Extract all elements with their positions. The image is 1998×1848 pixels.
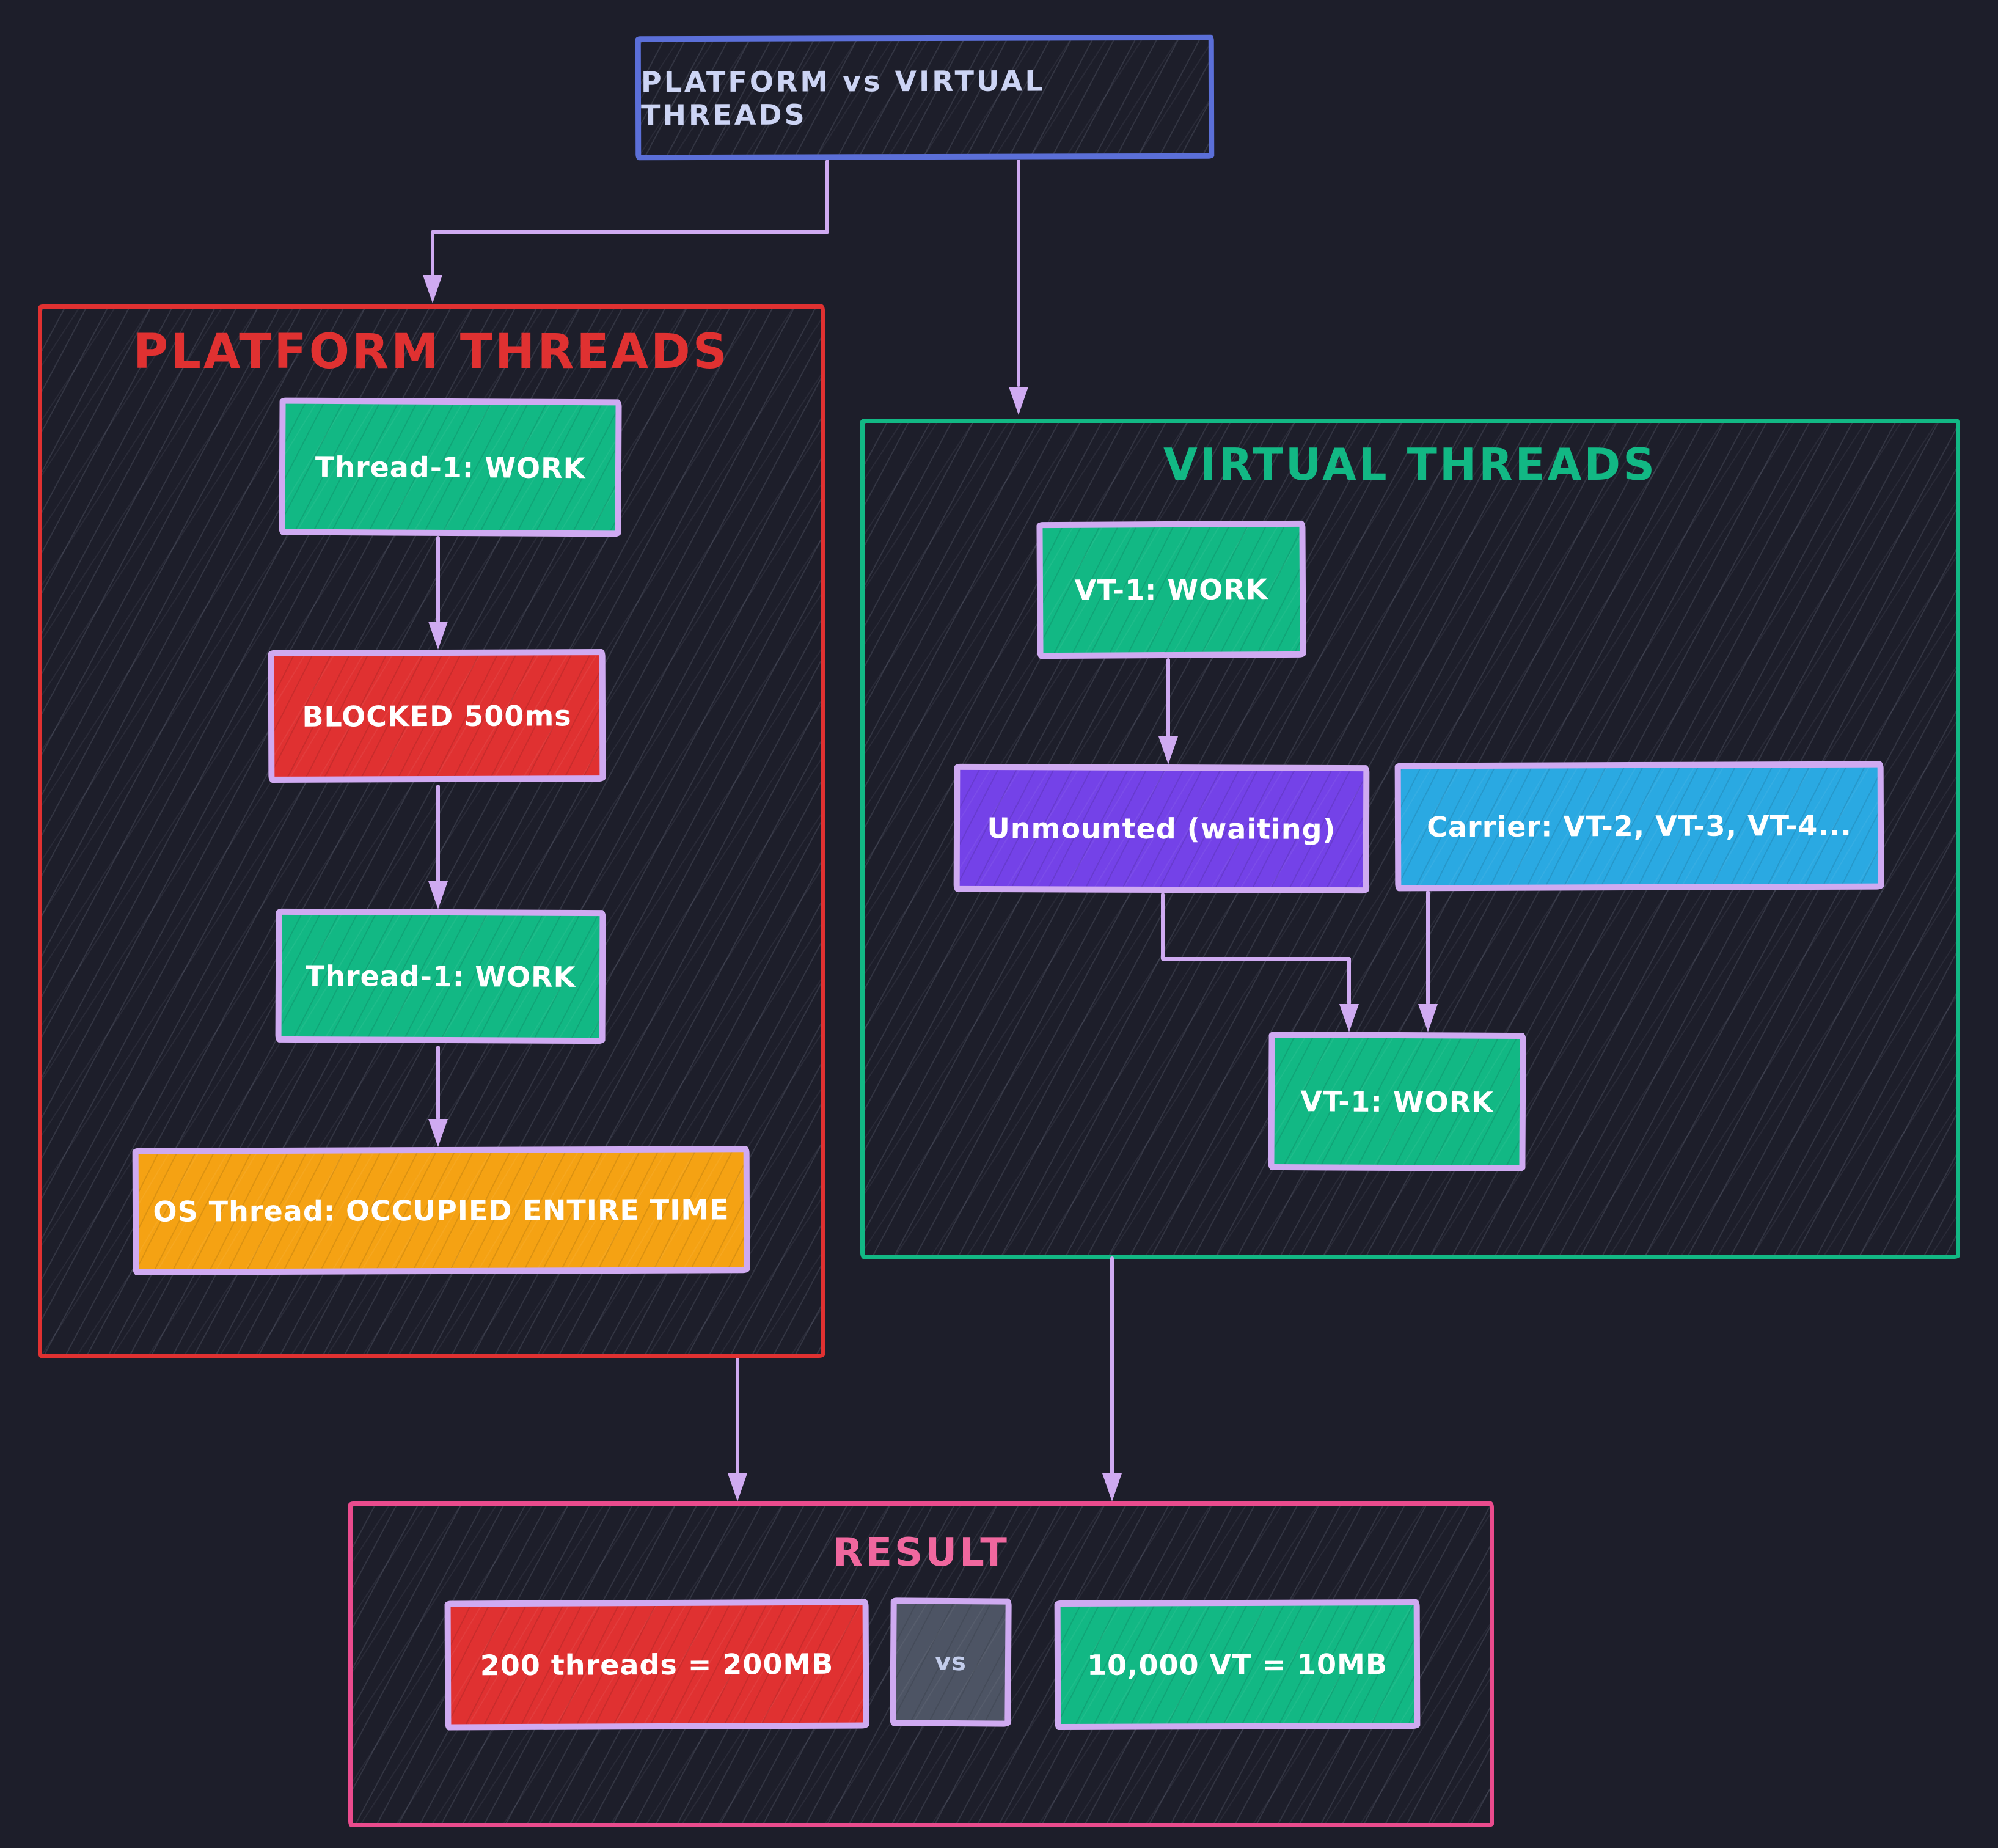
- node-blocked-500ms: BLOCKED 500ms: [268, 649, 606, 783]
- platform-threads-container: PLATFORM THREADS Thread-1: WORK BLOCKED …: [38, 304, 825, 1358]
- result-container: RESULT 200 threads = 200MB vs 10,000 VT …: [348, 1502, 1494, 1827]
- node-os-thread-occupied: OS Thread: OCCUPIED ENTIRE TIME: [132, 1146, 750, 1275]
- virtual-threads-container: VIRTUAL THREADS VT-1: WORK Unmounted (wa…: [860, 419, 1960, 1259]
- connector-platform-to-result: [736, 1358, 739, 1475]
- connector-unmounted-elbow-down: [1161, 893, 1165, 961]
- connector-title-to-platform-segment-down: [825, 160, 829, 234]
- arrowhead-down-icon: [1339, 1004, 1359, 1032]
- connector-vt1-to-unmounted: [1166, 658, 1170, 738]
- connector-unmounted-elbow-across: [1161, 957, 1351, 961]
- connector-blocked-to-work2: [436, 785, 440, 882]
- platform-threads-title: PLATFORM THREADS: [133, 324, 730, 380]
- node-virtual-result: 10,000 VT = 10MB: [1054, 1599, 1421, 1731]
- node-thread1-work-2: Thread-1: WORK: [275, 908, 606, 1044]
- arrowhead-down-icon: [1102, 1473, 1122, 1502]
- arrowhead-down-icon: [423, 275, 442, 303]
- node-platform-result: 200 threads = 200MB: [444, 1599, 869, 1731]
- main-title: PLATFORM vs VIRTUAL THREADS: [640, 64, 1045, 131]
- node-vt1-work-1: VT-1: WORK: [1036, 520, 1306, 659]
- arrowhead-down-icon: [728, 1473, 747, 1502]
- connector-work1-to-blocked: [436, 536, 440, 623]
- arrowhead-down-icon: [428, 881, 448, 909]
- result-title: RESULT: [833, 1530, 1009, 1575]
- node-vs-badge: vs: [890, 1597, 1012, 1727]
- connector-unmounted-elbow-down2: [1347, 957, 1351, 1005]
- connector-work2-to-os: [436, 1046, 440, 1120]
- connector-virtual-to-result: [1110, 1256, 1114, 1475]
- node-vt1-work-2: VT-1: WORK: [1268, 1031, 1526, 1172]
- connector-title-to-platform-segment-across: [431, 230, 829, 234]
- node-carrier-vts: Carrier: VT-2, VT-3, VT-4...: [1394, 761, 1884, 892]
- virtual-threads-title: VIRTUAL THREADS: [1163, 439, 1658, 490]
- node-thread1-work-1: Thread-1: WORK: [279, 397, 622, 537]
- main-title-box: PLATFORM vs VIRTUAL THREADS: [635, 34, 1215, 161]
- arrowhead-down-icon: [1009, 387, 1028, 415]
- node-unmounted-waiting: Unmounted (waiting): [953, 763, 1370, 894]
- arrowhead-down-icon: [1158, 736, 1178, 765]
- connector-carrier-to-vt1b: [1426, 890, 1430, 1005]
- arrowhead-down-icon: [1418, 1004, 1438, 1032]
- arrowhead-down-icon: [428, 622, 448, 650]
- connector-title-to-platform-segment-down2: [431, 230, 434, 276]
- connector-title-to-virtual: [1017, 160, 1020, 387]
- arrowhead-down-icon: [428, 1119, 448, 1147]
